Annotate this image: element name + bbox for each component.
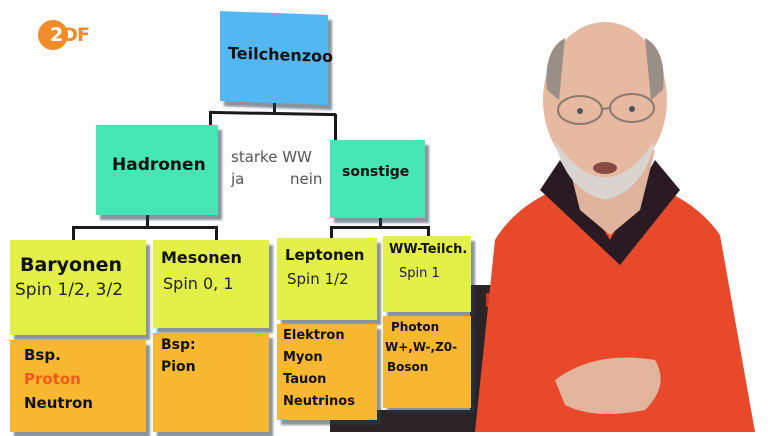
sonstige-label: sonstige [342, 164, 410, 180]
presenter-image [455, 0, 768, 432]
mesonen-node: Mesonen Spin 0, 1 [153, 240, 269, 328]
sonstige-node: sonstige [330, 140, 425, 218]
connector [215, 227, 218, 240]
root-node: Teilchenzoo [220, 11, 333, 105]
baryonen-label: Baryonen [20, 254, 123, 276]
mesonen-spin: Spin 0, 1 [163, 274, 234, 293]
logo-text-a: 2 [50, 24, 63, 46]
ww-teilchen-label: WW-Teilch. [389, 242, 468, 257]
leptonen-examples: Elektron Myon Tauon Neutrinos [277, 324, 377, 420]
connector [146, 205, 149, 227]
baryonen-node: Baryonen Spin 1/2, 3/2 [10, 240, 146, 335]
example-text: Myon [283, 350, 323, 365]
ww-teilchen-spin: Spin 1 [399, 266, 440, 281]
example-text: Photon [391, 320, 440, 334]
example-text: Bsp: [161, 337, 196, 353]
criterion-yes: ja [231, 170, 245, 188]
leptonen-node: Leptonen Spin 1/2 [277, 238, 377, 320]
connector [72, 227, 75, 242]
hadronen-node: Hadronen [96, 125, 218, 215]
connector [209, 113, 212, 135]
example-text: Boson [387, 360, 429, 374]
example-text: Elektron [283, 328, 345, 343]
connector [330, 227, 333, 239]
logo-circle-icon [38, 20, 68, 50]
criterion-title: starke WW [231, 148, 312, 166]
ww-teilchen-examples: Photon W+,W-,Z0- Boson [383, 316, 471, 408]
mesonen-examples: Bsp: Pion [153, 333, 269, 432]
connector [273, 100, 276, 114]
example-text: Tauon [283, 372, 327, 387]
connector [427, 227, 430, 239]
root-label: Teilchenzoo [228, 43, 334, 67]
baryonen-examples: Bsp. Proton Neutron [10, 340, 146, 432]
ww-teilchen-node: WW-Teilch. Spin 1 [383, 236, 471, 312]
hadronen-label: Hadronen [112, 155, 206, 175]
example-text: Neutrinos [283, 394, 355, 409]
mesonen-label: Mesonen [161, 248, 242, 267]
leptonen-label: Leptonen [285, 246, 365, 264]
example-text-highlight: Proton [24, 370, 81, 388]
connector [208, 110, 337, 117]
example-text: Bsp. [24, 346, 61, 364]
baryonen-spin: Spin 1/2, 3/2 [15, 280, 124, 300]
example-text: Neutron [24, 394, 93, 412]
logo-text-b: DF [62, 24, 90, 46]
connector [72, 226, 218, 229]
connector [330, 226, 430, 229]
leptonen-spin: Spin 1/2 [287, 270, 349, 288]
example-text: W+,W-,Z0- [385, 340, 458, 354]
zdf-logo: 2DF [38, 20, 98, 54]
criterion-no: nein [290, 170, 323, 188]
example-text: Pion [161, 359, 196, 375]
connector [334, 114, 337, 142]
